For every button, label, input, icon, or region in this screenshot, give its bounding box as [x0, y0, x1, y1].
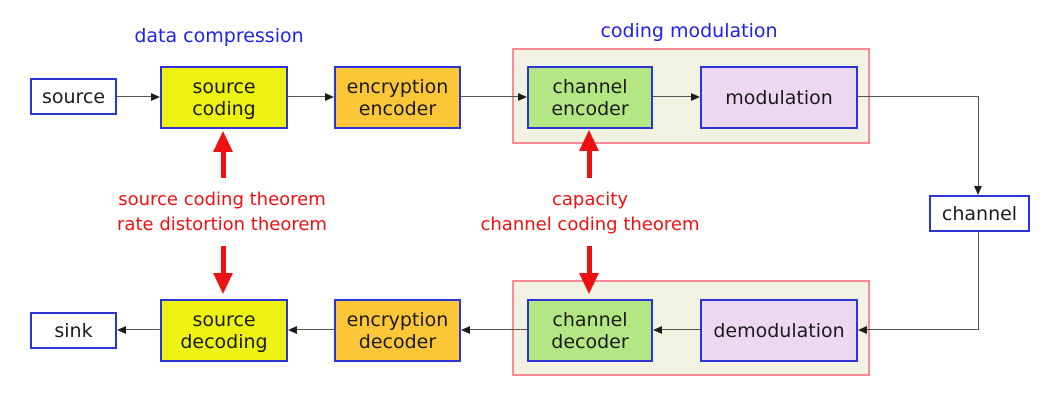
encryption-decoder-node: encryption decoder [334, 299, 461, 362]
red-down-arrow-shaft [587, 246, 592, 274]
connector-source-coding-to-encryption-encoder [288, 96, 327, 97]
channel-node: channel [929, 195, 1030, 232]
modulation-node: modulation [700, 66, 858, 129]
demodulation-node: demodulation [700, 299, 858, 362]
rate-distortion-theorem-label: rate distortion theorem [117, 214, 327, 235]
connector-channel-decoder-to-encryption-decoder [469, 329, 527, 330]
connector-channel-to-demodulation-v [978, 232, 979, 330]
connector-encryption-decoder-to-source-decoding [296, 329, 334, 330]
capacity-label: capacity [552, 189, 628, 210]
source-decoding-node: source decoding [160, 299, 288, 362]
connector-channel-to-demodulation-h [866, 329, 979, 330]
source-coding-annotation: source coding theorem rate distortion th… [92, 187, 352, 237]
arrowhead-icon [325, 93, 334, 101]
source-coding-node: source coding [160, 66, 288, 129]
connector-modulation-to-channel-v [978, 96, 979, 188]
connector-source-to-source-coding [117, 96, 154, 97]
red-up-arrow-icon [213, 131, 233, 152]
channel-coding-theorem-label: channel coding theorem [480, 214, 700, 235]
sink-node: sink [30, 312, 117, 349]
red-down-arrow-icon [579, 273, 599, 294]
arrowhead-icon [653, 326, 662, 334]
red-up-arrow-shaft [587, 149, 592, 178]
arrowhead-icon [461, 326, 470, 334]
connector-modulation-to-channel-h [858, 96, 979, 97]
red-up-arrow-shaft [221, 150, 226, 178]
encryption-encoder-node: encryption encoder [334, 66, 461, 129]
red-down-arrow-shaft [221, 246, 226, 274]
red-up-arrow-icon [579, 130, 599, 151]
channel-encoder-node: channel encoder [527, 66, 653, 129]
connector-encryption-encoder-to-channel-encoder [461, 96, 520, 97]
coding-modulation-label: coding modulation [600, 20, 778, 42]
arrowhead-icon [151, 93, 160, 101]
connector-demodulation-to-channel-decoder [661, 329, 700, 330]
arrowhead-icon [974, 186, 982, 195]
arrowhead-icon [858, 326, 867, 334]
red-down-arrow-icon [213, 273, 233, 294]
arrowhead-icon [288, 326, 297, 334]
arrowhead-icon [117, 326, 126, 334]
source-coding-theorem-label: source coding theorem [118, 189, 326, 210]
connector-channel-encoder-to-modulation [653, 96, 693, 97]
arrowhead-icon [518, 93, 527, 101]
source-node: source [30, 78, 117, 115]
arrowhead-icon [691, 93, 700, 101]
channel-decoder-node: channel decoder [527, 299, 653, 362]
data-compression-label: data compression [134, 25, 304, 47]
connector-source-decoding-to-sink [125, 329, 160, 330]
channel-coding-annotation: capacity channel coding theorem [460, 187, 720, 237]
